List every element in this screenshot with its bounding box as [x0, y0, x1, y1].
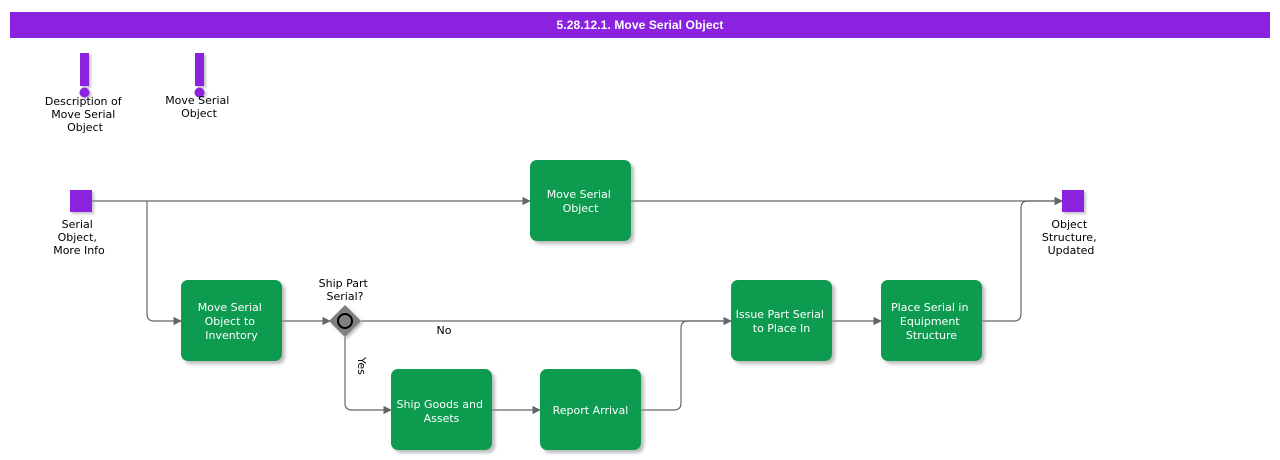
process-node-move-serial-object[interactable]: Move Serial Object: [530, 160, 631, 241]
edge-start-to-inventory: [146, 201, 182, 326]
start-node[interactable]: Serial Object, More Info: [53, 190, 105, 257]
process-node-issue-part-serial-to-place-in-label: Issue Part Serial to Place In: [736, 308, 828, 335]
edge-report-arrival-to-issue-part-serial: [641, 320, 731, 411]
exclamation-icon: [194, 53, 205, 98]
process-node-issue-part-serial-to-place-in[interactable]: Issue Part Serial to Place In: [731, 280, 832, 361]
process-node-ship-goods-and-assets[interactable]: Ship Goods and Assets: [391, 369, 492, 450]
process-node-move-serial-object-to-inventory[interactable]: Move Serial Object to Inventory: [181, 280, 282, 361]
end-node[interactable]: Object Structure, Updated: [1042, 190, 1100, 257]
decision-circle-icon: [337, 313, 353, 329]
process-node-place-serial-in-equipment-structure-label: Place Serial in Equipment Structure: [891, 301, 972, 342]
process-node-move-serial-object-to-inventory-label: Move Serial Object to Inventory: [198, 301, 266, 342]
page-title: 5.28.12.1. Move Serial Object: [556, 18, 724, 32]
process-node-place-serial-in-equipment-structure[interactable]: Place Serial in Equipment Structure: [881, 280, 982, 361]
decision-node-ship-part-serial[interactable]: Ship Part Serial?: [319, 277, 372, 337]
end-node-label: Object Structure, Updated: [1042, 218, 1100, 257]
page-title-bar: 5.28.12.1. Move Serial Object: [10, 12, 1270, 38]
exclamation-icon: [79, 53, 90, 98]
start-node-label: Serial Object, More Info: [53, 218, 105, 257]
decision-node-ship-part-serial-label: Ship Part Serial?: [319, 277, 372, 303]
edge-label-yes: Yes: [355, 356, 368, 375]
edge-place-serial-to-end: [981, 196, 1063, 322]
edge-decision-yes-to-ship-goods: [344, 337, 392, 415]
process-node-ship-goods-and-assets-label: Ship Goods and Assets: [397, 398, 487, 425]
annotation-description-label: Description of Move Serial Object: [45, 95, 125, 134]
annotation-description[interactable]: Description of Move Serial Object: [45, 53, 125, 134]
process-node-report-arrival[interactable]: Report Arrival: [540, 369, 641, 450]
process-node-move-serial-object-label: Move Serial Object: [547, 188, 615, 215]
annotation-move-serial-object[interactable]: Move Serial Object: [165, 53, 233, 120]
annotation-move-serial-object-label: Move Serial Object: [165, 94, 233, 120]
process-node-report-arrival-label: Report Arrival: [553, 404, 629, 417]
edge-label-no: No: [437, 324, 452, 337]
